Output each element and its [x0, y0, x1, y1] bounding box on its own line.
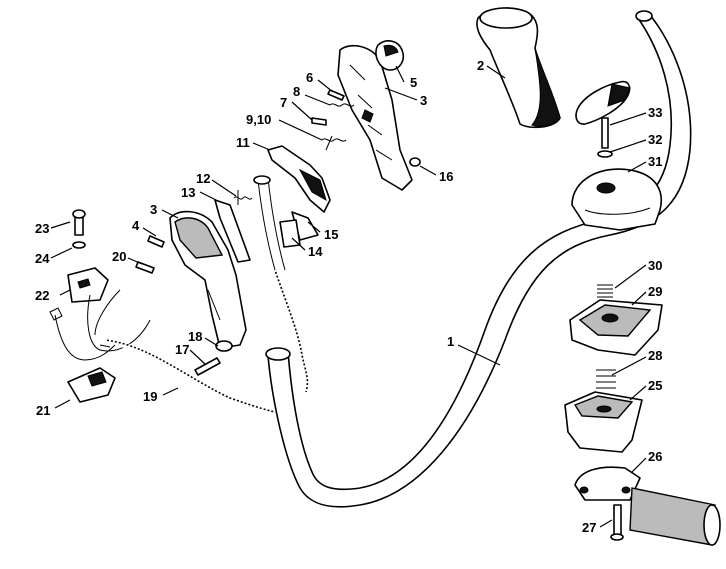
washer-32 [597, 150, 613, 158]
spring-12 [233, 190, 253, 205]
knob-5 [375, 40, 405, 71]
tube-end [629, 487, 721, 546]
screw-20 [135, 261, 155, 274]
cable-19 [104, 338, 276, 414]
grip-2 [476, 7, 561, 129]
callouts: 1 2 3 3 4 5 6 7 8 9,10 11 12 13 14 15 16… [35, 58, 662, 535]
housing-3-upper [337, 44, 413, 191]
callout-31: 31 [648, 154, 662, 169]
callout-13: 13 [181, 185, 195, 200]
knob-33 [575, 80, 631, 149]
callout-15: 15 [324, 227, 338, 242]
throttle-cable [253, 175, 309, 393]
callout-26: 26 [648, 449, 662, 464]
handle-housing-3-lower [169, 210, 247, 349]
screw-23 [72, 209, 86, 236]
callout-18: 18 [188, 329, 202, 344]
callout-22: 22 [35, 288, 49, 303]
spacer-18 [215, 340, 233, 352]
clamp-29 [569, 299, 663, 356]
clamp-half-26 [574, 466, 641, 501]
callout-1: 1 [447, 334, 454, 349]
callout-19: 19 [143, 389, 157, 404]
switch-block-22 [67, 267, 109, 303]
callout-30: 30 [648, 258, 662, 273]
screw-4 [147, 235, 165, 248]
callout-24: 24 [35, 251, 50, 266]
callout-16: 16 [439, 169, 453, 184]
nut-16 [409, 157, 421, 167]
cover-13 [214, 199, 251, 263]
screw-7 [311, 117, 327, 126]
screw-17 [194, 357, 221, 376]
callout-3-upper: 3 [420, 93, 427, 108]
callout-25: 25 [648, 378, 662, 393]
callout-3-lower: 3 [150, 202, 157, 217]
wiring [49, 289, 151, 361]
callout-23: 23 [35, 221, 49, 236]
washer-24 [72, 241, 86, 249]
callout-6: 6 [306, 70, 313, 85]
spring-30 [597, 284, 613, 298]
clamp-cover-31 [571, 168, 662, 231]
callout-33: 33 [648, 105, 662, 120]
callout-29: 29 [648, 284, 662, 299]
switch-21 [67, 367, 116, 403]
callout-20: 20 [112, 249, 126, 264]
spring-28 [596, 369, 616, 389]
callout-9-10: 9,10 [246, 112, 271, 127]
lever-11 [267, 145, 331, 213]
callout-14: 14 [308, 244, 323, 259]
screw-27 [610, 504, 624, 541]
callout-4: 4 [132, 218, 140, 233]
spring-9-10 [321, 135, 347, 151]
handlebar-tube [265, 10, 692, 508]
callout-12: 12 [196, 171, 210, 186]
callout-2: 2 [477, 58, 484, 73]
callout-8: 8 [293, 84, 300, 99]
callout-7: 7 [280, 95, 287, 110]
clamp-base-25 [564, 391, 643, 453]
pin-6 [327, 89, 345, 101]
callout-28: 28 [648, 348, 662, 363]
callout-17: 17 [175, 342, 189, 357]
callout-21: 21 [36, 403, 50, 418]
callout-5: 5 [410, 75, 417, 90]
spring-8 [329, 103, 355, 107]
callout-27: 27 [582, 520, 596, 535]
callout-32: 32 [648, 132, 662, 147]
leader-lines [50, 65, 647, 528]
callout-11: 11 [236, 135, 250, 150]
